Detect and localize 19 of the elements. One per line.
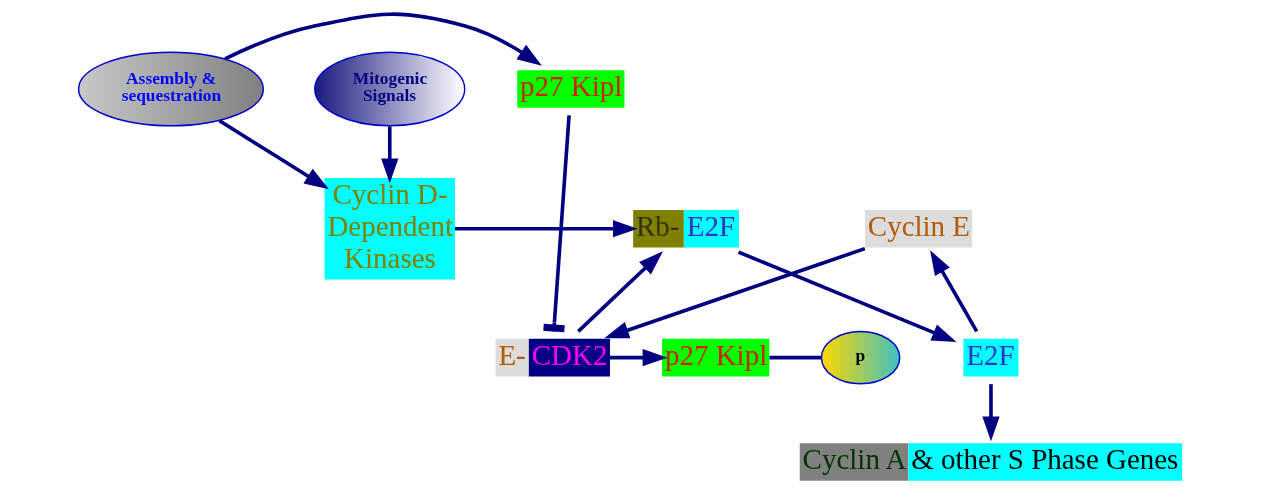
connector — [769, 355, 822, 360]
arrow — [930, 250, 979, 333]
arrow — [737, 250, 957, 342]
arrow — [982, 384, 1000, 442]
node-ellipse: p — [820, 330, 901, 385]
arrow — [218, 119, 329, 190]
arrow — [577, 251, 663, 333]
node-box: Cyclin D- Dependent Kinases — [324, 178, 455, 280]
node-box: p27 Kipl — [517, 70, 625, 108]
arrow — [609, 349, 668, 367]
node-box: p27 Kipl — [662, 338, 770, 377]
node-box: E2F — [963, 338, 1019, 377]
arrow — [381, 126, 399, 184]
node-ellipse: Mitogenic Signals — [314, 51, 466, 127]
arrow — [224, 12, 542, 66]
node-ellipse: Assembly & sequestration — [77, 51, 265, 127]
arrow — [604, 246, 866, 339]
node-box: Cyclin E — [864, 209, 973, 248]
arrow — [454, 220, 638, 238]
